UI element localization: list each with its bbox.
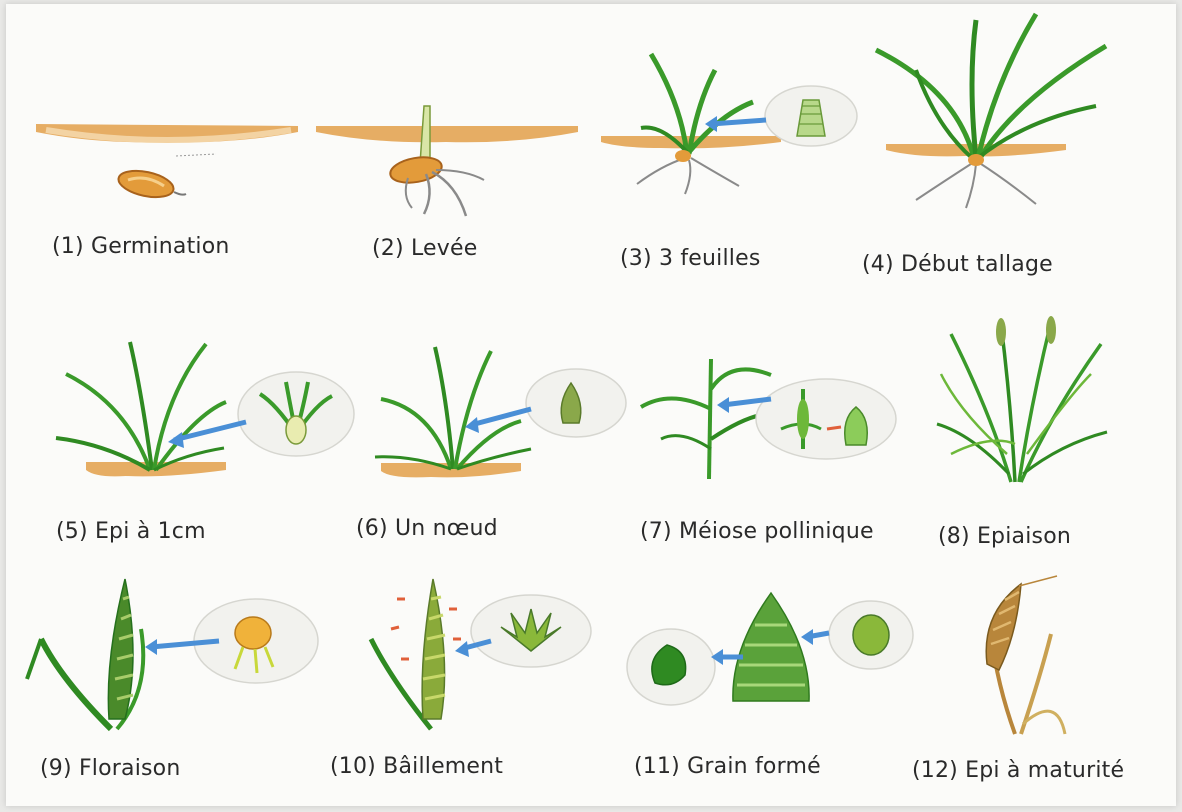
stage-levee — [316, 104, 586, 234]
pollen-meiosis-illustration — [631, 349, 906, 484]
stage-label: (10) Bâillement — [330, 754, 503, 779]
stage-label: (8) Epiaison — [938, 524, 1071, 549]
stage-germination — [36, 114, 306, 224]
stage-grain-forme — [621, 589, 921, 709]
stage-epi-1cm — [46, 334, 356, 494]
stage-label: (3) 3 feuilles — [620, 246, 761, 271]
stage-un-noeud — [371, 339, 631, 489]
stage-baillement — [361, 569, 601, 739]
stage-label: (6) Un nœud — [356, 516, 498, 541]
one-node-illustration — [371, 339, 631, 489]
stage-epi-maturite — [961, 574, 1101, 739]
stage-debut-tallage — [856, 10, 1116, 210]
stage-label: (7) Méiose pollinique — [640, 519, 874, 544]
stage-label: (11) Grain formé — [634, 754, 821, 779]
early-tillering-illustration — [856, 10, 1116, 210]
gaping-illustration — [361, 569, 601, 739]
stage-floraison — [21, 569, 321, 739]
three-leaves-illustration — [601, 44, 891, 204]
stage-label: (1) Germination — [52, 234, 230, 259]
illustration-sheet: (1) Germination (2) Levée — [6, 4, 1176, 806]
stage-label: (12) Epi à maturité — [912, 758, 1124, 783]
ripe-ear-illustration — [961, 574, 1101, 739]
grain-formed-illustration — [621, 589, 921, 709]
germination-illustration — [36, 114, 306, 224]
stage-label: (2) Levée — [372, 236, 477, 261]
stage-label: (9) Floraison — [40, 756, 181, 781]
stage-label: (4) Début tallage — [862, 252, 1053, 277]
ear-1cm-illustration — [46, 334, 356, 494]
heading-illustration — [931, 314, 1111, 484]
stage-meiose-pollinique — [631, 349, 906, 484]
stage-epiaison — [931, 314, 1111, 484]
stage-3-feuilles — [601, 44, 891, 204]
levee-illustration — [316, 104, 586, 234]
flowering-illustration — [21, 569, 321, 739]
stage-label: (5) Epi à 1cm — [56, 519, 206, 544]
